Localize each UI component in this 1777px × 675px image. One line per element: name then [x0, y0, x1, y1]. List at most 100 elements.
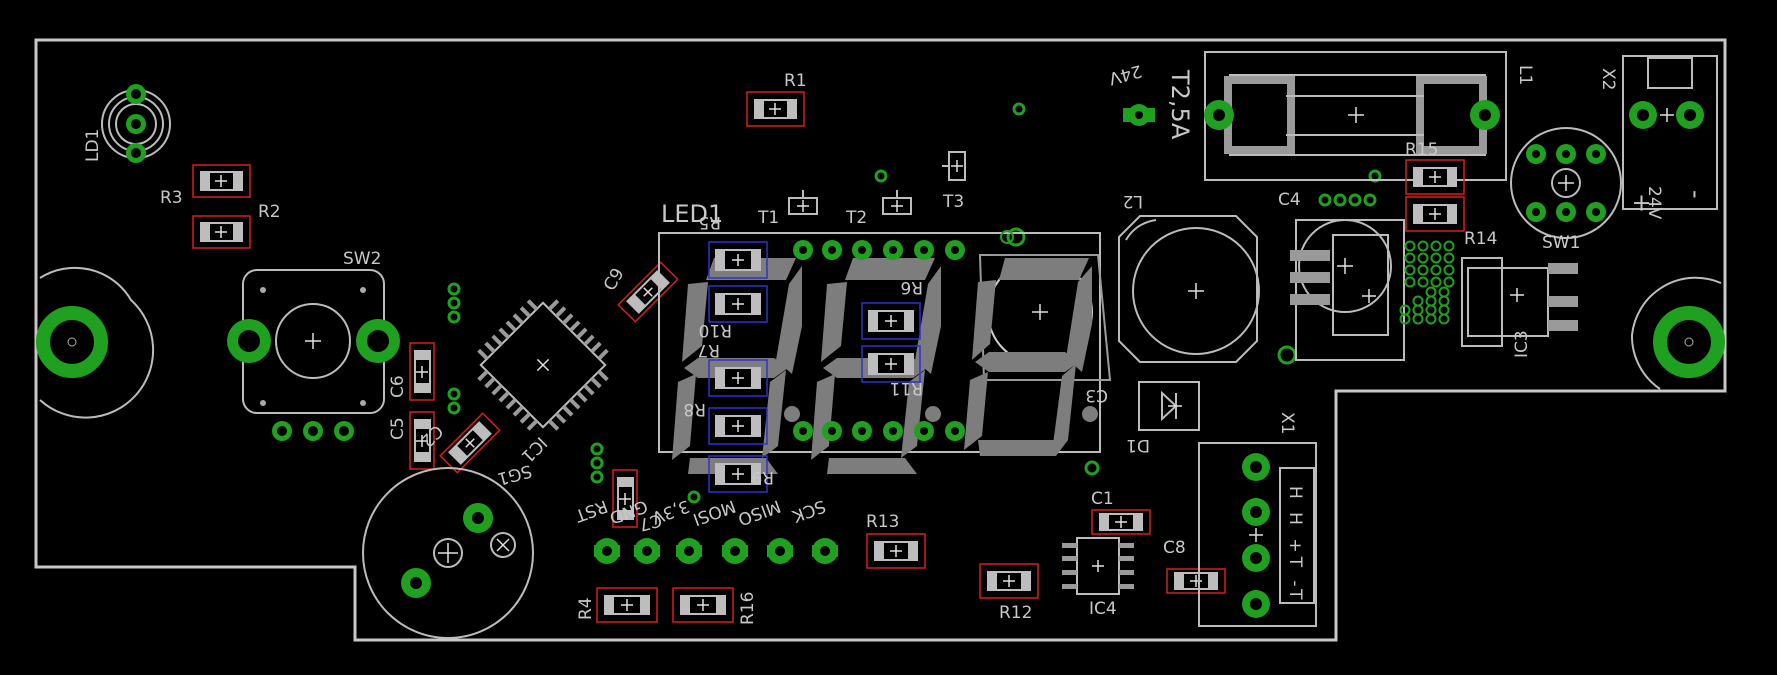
isp-pad-sck — [812, 538, 838, 564]
label-plus-right: + — [1628, 193, 1656, 213]
resistor-r16 — [672, 587, 734, 623]
label-r16: R16 — [738, 592, 758, 625]
label-24v-top: 24V — [1106, 60, 1144, 88]
x1-connector — [1198, 442, 1317, 627]
label-l1: L1 — [1515, 65, 1535, 85]
x2-connector — [1622, 55, 1718, 210]
label-c5: C5 — [388, 417, 408, 440]
resistor-r14 — [1405, 196, 1465, 232]
isp-header — [594, 538, 838, 564]
led1-pads — [793, 240, 965, 441]
isp-pad-miso — [767, 538, 793, 564]
label-led1: LED1 — [661, 200, 723, 228]
resistor-r13 — [866, 533, 926, 569]
capacitor-c9 — [617, 261, 679, 323]
isp-label-2: 3,3V — [649, 495, 693, 527]
label-r13: R13 — [866, 512, 899, 532]
resistor-r12 — [979, 563, 1039, 599]
label-r7: R7 — [697, 340, 720, 360]
capacitor-c1 — [1091, 509, 1151, 535]
transistor-t2 — [882, 190, 912, 215]
resistor-r1 — [746, 91, 805, 127]
v24-marker-top — [1123, 104, 1155, 126]
label-x1-pins: H H +T -T — [1285, 486, 1305, 603]
isp-label-0: RST — [572, 495, 610, 525]
label-sw2: SW2 — [343, 249, 381, 269]
label-ld1: LD1 — [83, 129, 103, 162]
resistor-r2 — [192, 215, 251, 249]
label-c4: C4 — [1278, 190, 1301, 210]
ic1-mcu — [477, 299, 609, 431]
label-r6: R6 — [900, 277, 923, 297]
label-ic3: IC3 — [1512, 330, 1532, 358]
mount-arc-left — [39, 266, 155, 419]
label-r9: R9 — [751, 467, 774, 487]
capacitor-c5 — [409, 411, 435, 470]
isp-label-4: MISO — [735, 495, 783, 529]
thermal-vias — [1399, 240, 1455, 325]
label-c6: C6 — [388, 375, 408, 398]
label-r1: R1 — [784, 71, 807, 91]
led1-outline — [658, 232, 1101, 453]
label-x2: X2 — [1598, 68, 1618, 90]
mount-hole-right — [1653, 306, 1725, 378]
label-c1: C1 — [1091, 489, 1114, 509]
capacitor-c2 — [439, 412, 501, 474]
sw2-encoder — [227, 269, 400, 441]
l1-fuse — [1204, 51, 1507, 181]
ld1-component — [101, 84, 171, 163]
isp-pad-33v — [676, 538, 702, 564]
resistor-r3 — [192, 164, 251, 198]
transistor-t3 — [942, 151, 966, 181]
capacitor-c8 — [1166, 568, 1226, 594]
isp-pad-gnd — [634, 538, 660, 564]
resistor-r15 — [1405, 159, 1465, 195]
capacitor-electrolytic — [1290, 219, 1405, 361]
label-r8: R8 — [683, 399, 706, 419]
resistor-r4 — [596, 587, 658, 623]
label-l2: L2 — [1123, 191, 1143, 211]
diode-d1 — [1138, 381, 1200, 431]
l2-inductor — [1118, 215, 1260, 363]
led-resistors — [708, 241, 921, 493]
sw1-switch — [1510, 127, 1622, 239]
label-c3: C3 — [1085, 385, 1108, 405]
label-r12: R12 — [999, 603, 1032, 623]
label-x1: X1 — [1277, 412, 1297, 434]
label-c8: C8 — [1163, 538, 1186, 558]
capacitor-c7 — [612, 469, 638, 528]
label-d1: D1 — [1126, 435, 1150, 455]
label-r11: R11 — [890, 378, 923, 398]
ic4-soic — [1062, 537, 1134, 595]
capacitor-c4 — [1318, 193, 1377, 207]
label-r4: R4 — [576, 597, 596, 620]
label-r5: R5 — [698, 212, 721, 232]
capacitor-c6 — [409, 342, 435, 401]
label-t3: T3 — [942, 192, 964, 212]
label-sw1: SW1 — [1542, 233, 1580, 253]
label-minus-right: - — [1682, 190, 1710, 199]
transistor-t1 — [788, 190, 818, 215]
sg1-buzzer — [362, 467, 534, 639]
isp-label-5: SCK — [789, 495, 828, 526]
label-ic4: IC4 — [1089, 599, 1117, 619]
label-fuse-rating: T2,5A — [1166, 69, 1194, 140]
isp-pad-mosi — [722, 538, 748, 564]
label-r14: R14 — [1464, 229, 1497, 249]
isp-pad-rst — [594, 538, 620, 564]
ic3-regulator — [1461, 257, 1578, 347]
label-t2: T2 — [845, 208, 867, 228]
label-r15: R15 — [1405, 140, 1438, 160]
label-sg1: SG1 — [495, 460, 534, 488]
label-c9: C9 — [600, 265, 629, 295]
label-24v-right: 24V — [1644, 186, 1664, 220]
mount-arc-right — [1630, 276, 1722, 390]
label-r3: R3 — [160, 188, 183, 208]
board-outline — [34, 38, 1727, 642]
mount-hole-left — [36, 306, 108, 378]
label-r2: R2 — [258, 202, 281, 222]
led1-marker — [1000, 230, 1014, 244]
label-ic1: IC1 — [517, 432, 551, 466]
